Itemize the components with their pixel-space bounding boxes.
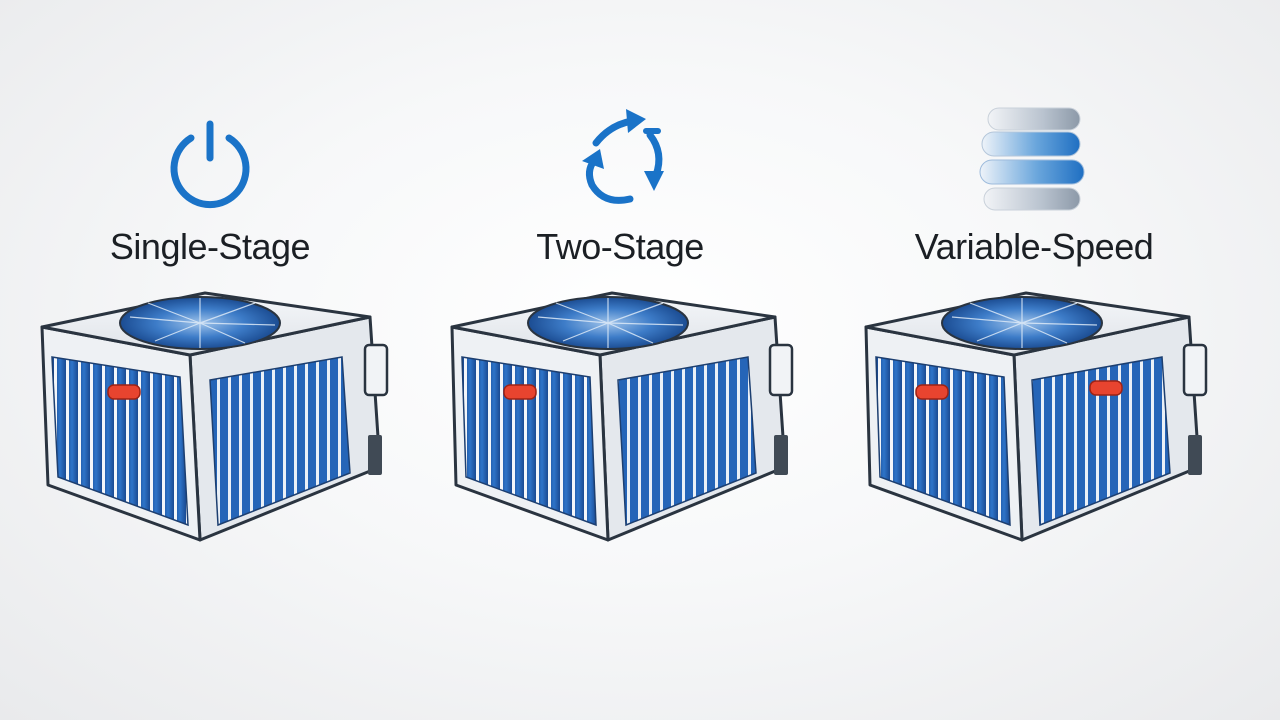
option-variable-speed: Variable-Speed <box>834 0 1234 720</box>
status-indicator <box>107 384 141 400</box>
condenser-unit-illustration <box>450 291 794 542</box>
cycle-arrows-icon <box>582 109 664 204</box>
condenser-unit-illustration <box>864 291 1208 542</box>
stacked-bars-icon <box>979 107 1085 211</box>
status-indicator-secondary <box>1089 380 1123 396</box>
power-icon-wrap <box>10 100 410 220</box>
option-label: Two-Stage <box>536 226 704 267</box>
status-indicator <box>503 384 537 400</box>
cycle-arrows-icon-wrap <box>420 100 820 220</box>
stacked-bars-icon-wrap <box>834 100 1234 220</box>
option-two-stage: Two-Stage <box>420 0 820 720</box>
option-single-stage: Single-Stage <box>10 0 410 720</box>
option-label: Variable-Speed <box>914 226 1154 267</box>
power-icon <box>170 120 250 209</box>
condenser-unit-illustration <box>40 291 389 542</box>
option-label: Single-Stage <box>109 226 311 267</box>
status-indicator <box>915 384 949 400</box>
